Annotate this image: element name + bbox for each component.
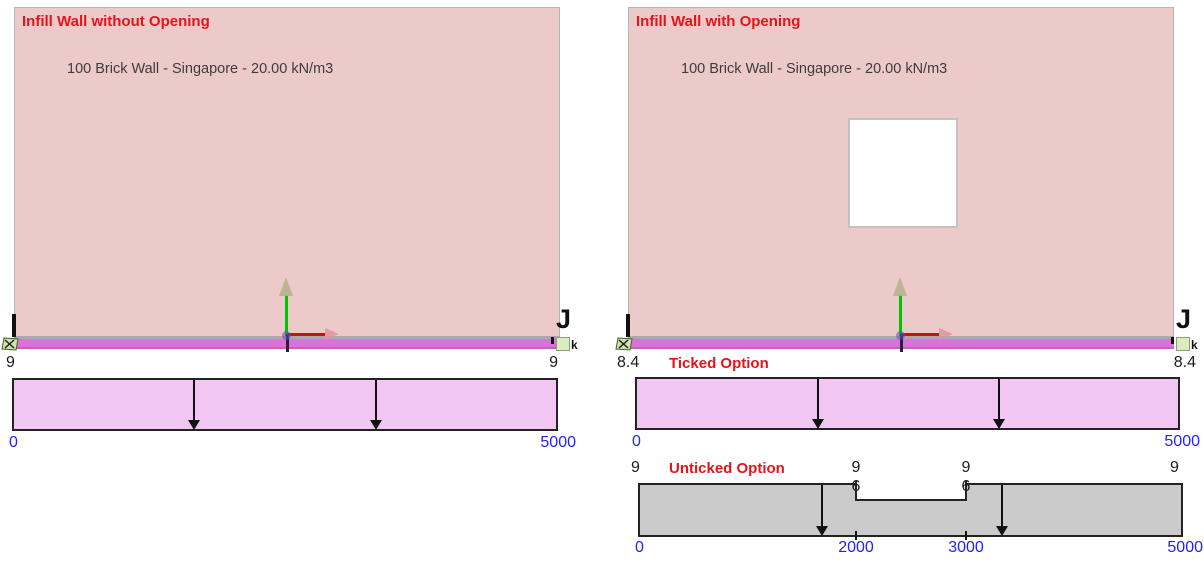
right-panel-subtitle: 100 Brick Wall - Singapore - 20.00 kN/m3: [681, 61, 948, 77]
right-column-line: [626, 314, 630, 337]
load-arrow: [375, 380, 377, 421]
ticked-option-label: Ticked Option: [669, 355, 769, 372]
x-axis-arrowhead-icon: [325, 328, 339, 340]
unticked-step-left-bottom-value: 6: [851, 478, 861, 495]
right-corner-node-label: J: [1176, 304, 1192, 334]
load-arrow: [821, 485, 823, 526]
unticked-step-left-top-value: 9: [851, 459, 861, 476]
left-node-box: [556, 337, 570, 351]
ticked-load-diagram: [635, 377, 1180, 430]
y-axis-arrowhead-icon: [279, 277, 293, 296]
unticked-value-end: 9: [1170, 459, 1179, 476]
unticked-dim-step-start: 2000: [838, 539, 874, 556]
y-axis-arrow: [285, 295, 288, 336]
ticked-dim-start: 0: [632, 433, 641, 450]
left-load-value-end: 9: [549, 354, 558, 371]
left-panel-subtitle: 100 Brick Wall - Singapore - 20.00 kN/m3: [67, 61, 334, 77]
left-load-diagram: [12, 378, 558, 431]
left-load-value-start: 9: [6, 354, 15, 371]
dim-tick-2000: [855, 531, 857, 540]
unticked-dim-step-end: 3000: [948, 539, 984, 556]
axis-origin-marker: [896, 331, 905, 340]
load-arrowhead-icon: [188, 420, 200, 430]
ticked-value-end: 8.4: [1173, 354, 1196, 371]
unticked-load-notch: [855, 481, 967, 501]
axis-origin-marker: [282, 331, 291, 340]
x-axis-arrow: [902, 333, 939, 336]
left-dim-end: 5000: [540, 434, 576, 451]
right-panel-title: Infill Wall with Opening: [636, 13, 801, 30]
unticked-dim-end: 5000: [1167, 539, 1203, 556]
left-column-line: [12, 314, 16, 337]
unticked-option-label: Unticked Option: [669, 460, 785, 477]
load-arrow: [998, 379, 1000, 419]
left-corner-node-label: J: [556, 304, 572, 334]
ticked-value-start: 8.4: [617, 354, 640, 371]
load-arrowhead-icon: [816, 526, 828, 536]
unticked-step-right-bottom-value: 6: [961, 478, 971, 495]
axis-origin-tick: [286, 334, 289, 352]
load-arrowhead-icon: [993, 419, 1005, 429]
ticked-dim-end: 5000: [1164, 433, 1200, 450]
left-support-icon: [1, 337, 19, 351]
load-arrow: [193, 380, 195, 421]
right-node-k-label: k: [1191, 338, 1198, 352]
right-node-box: [1176, 337, 1190, 351]
load-arrow: [1001, 485, 1003, 526]
load-arrowhead-icon: [370, 420, 382, 430]
y-axis-arrow: [899, 295, 902, 336]
load-arrow: [817, 379, 819, 419]
load-arrowhead-icon: [812, 419, 824, 429]
dim-tick-3000: [965, 531, 967, 540]
load-arrowhead-icon: [996, 526, 1008, 536]
wall-opening: [848, 118, 958, 228]
right-node-tick: [1171, 337, 1174, 344]
left-node-k-label: k: [571, 338, 578, 352]
x-axis-arrowhead-icon: [939, 328, 953, 340]
left-panel-title: Infill Wall without Opening: [22, 13, 210, 30]
y-axis-arrowhead-icon: [893, 277, 907, 296]
unticked-step-right-top-value: 9: [961, 459, 971, 476]
axis-origin-tick: [900, 334, 903, 352]
unticked-dim-start: 0: [635, 539, 644, 556]
left-node-tick: [551, 337, 554, 344]
unticked-value-start: 9: [631, 459, 640, 476]
left-dim-start: 0: [9, 434, 18, 451]
x-axis-arrow: [288, 333, 325, 336]
right-support-icon: [615, 337, 633, 351]
